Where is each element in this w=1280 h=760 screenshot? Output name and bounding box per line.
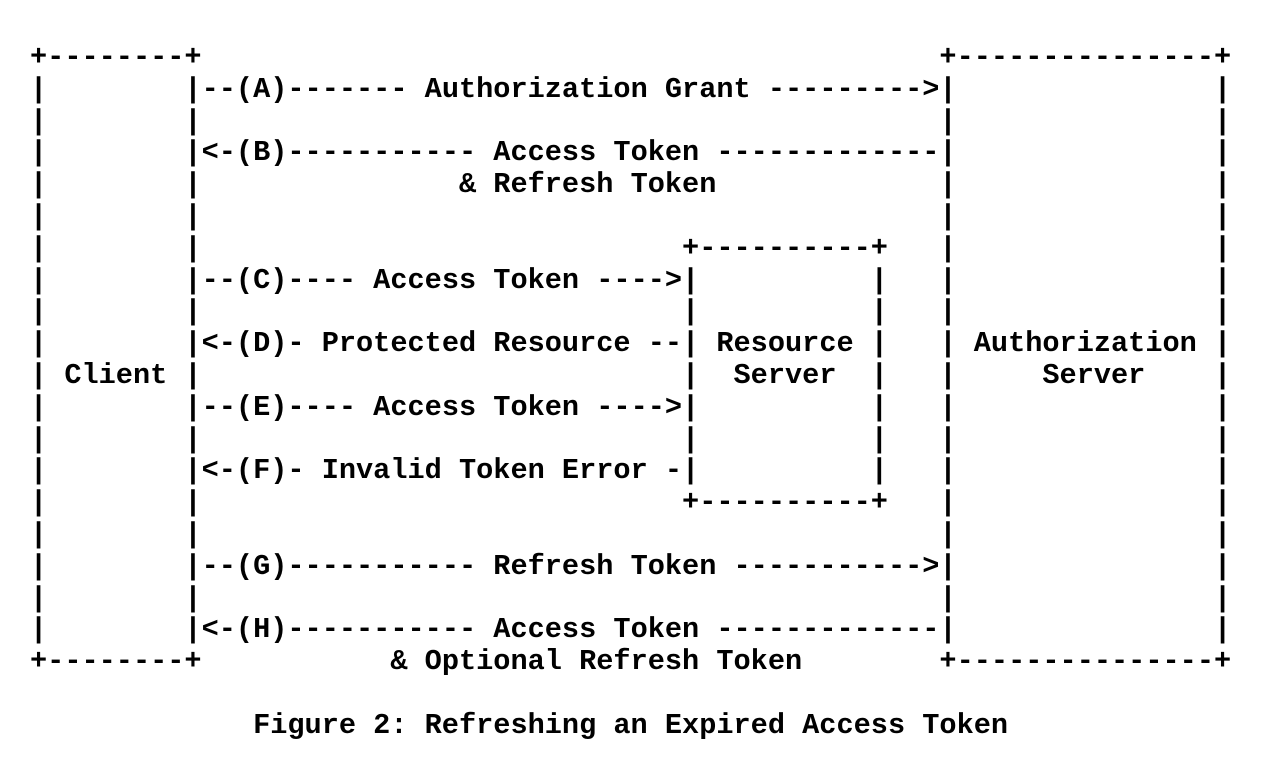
ascii-sequence-diagram: +--------+ +---------------+ | |--(A)---… — [30, 41, 1232, 679]
figure-caption: Figure 2: Refreshing an Expired Access T… — [253, 708, 1009, 742]
oauth-token-refresh-figure: +--------+ +---------------+ | |--(A)---… — [30, 42, 1231, 742]
